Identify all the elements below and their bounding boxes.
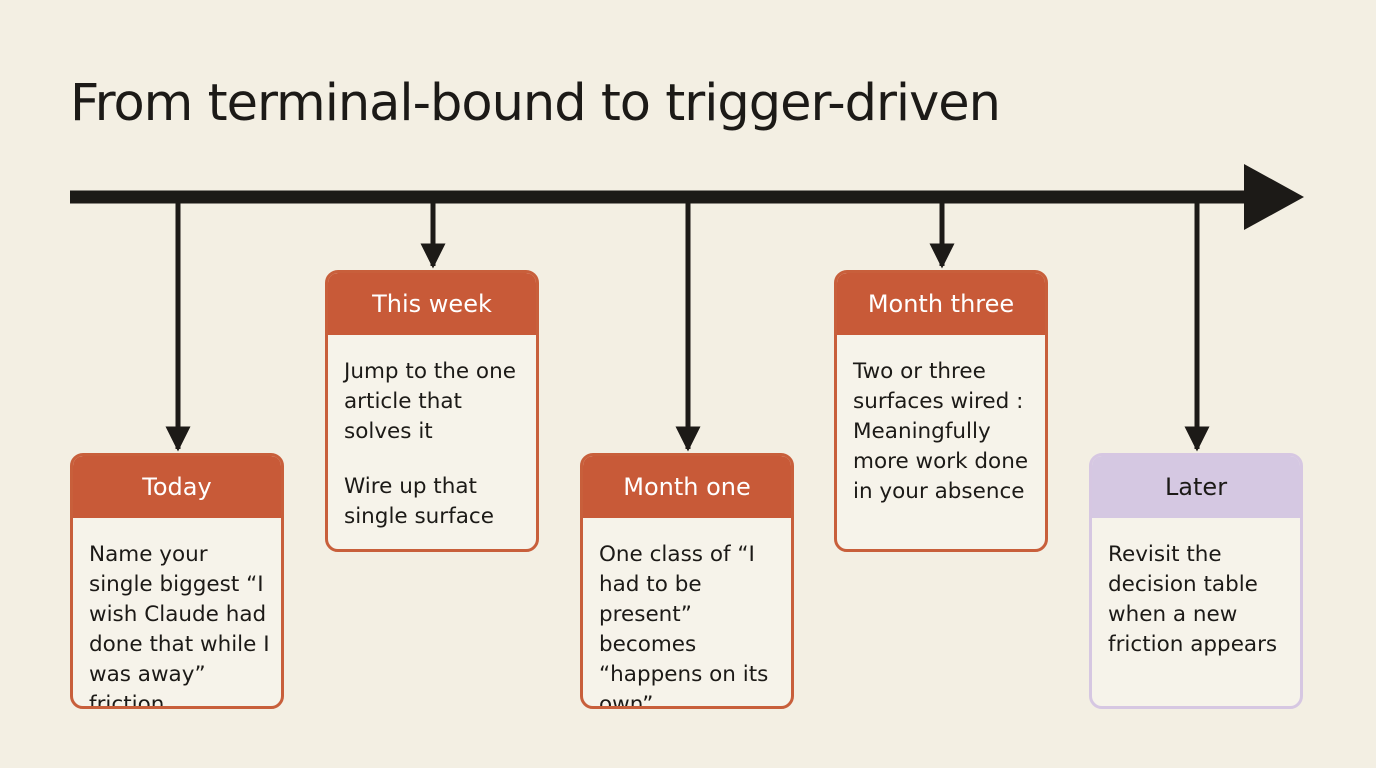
milestone-label: Month one [583, 456, 791, 518]
milestone-text: Name your single biggest “I wish Claude … [89, 542, 270, 709]
diagram-title: From terminal-bound to trigger-driven [70, 74, 1001, 133]
milestone-body: Jump to the one article that solves it W… [328, 335, 536, 532]
milestone-card-month-three: Month three Two or three surfaces wired … [834, 270, 1048, 552]
milestone-label: Month three [837, 273, 1045, 335]
milestone-text: Revisit the decision table when a new fr… [1108, 542, 1278, 657]
milestone-body: Revisit the decision table when a new fr… [1092, 518, 1300, 660]
milestone-text: Wire up that single surface [344, 474, 494, 529]
milestone-card-today: Today Name your single biggest “I wish C… [70, 453, 284, 709]
milestone-card-later: Later Revisit the decision table when a … [1089, 453, 1303, 709]
milestone-label: Later [1092, 456, 1300, 518]
milestone-text: One class of “I had to be present” becom… [599, 542, 769, 709]
milestone-text: Two or three surfaces wired : Meaningful… [853, 359, 1029, 504]
milestone-label: This week [328, 273, 536, 335]
milestone-label: Today [73, 456, 281, 518]
milestone-card-month-one: Month one One class of “I had to be pres… [580, 453, 794, 709]
milestone-text: Jump to the one article that solves it [344, 359, 516, 444]
timeline-arrowhead [1244, 164, 1304, 230]
milestone-body: Two or three surfaces wired : Meaningful… [837, 335, 1045, 507]
milestone-card-this-week: This week Jump to the one article that s… [325, 270, 539, 552]
milestone-body: Name your single biggest “I wish Claude … [73, 518, 281, 709]
milestone-body: One class of “I had to be present” becom… [583, 518, 791, 709]
